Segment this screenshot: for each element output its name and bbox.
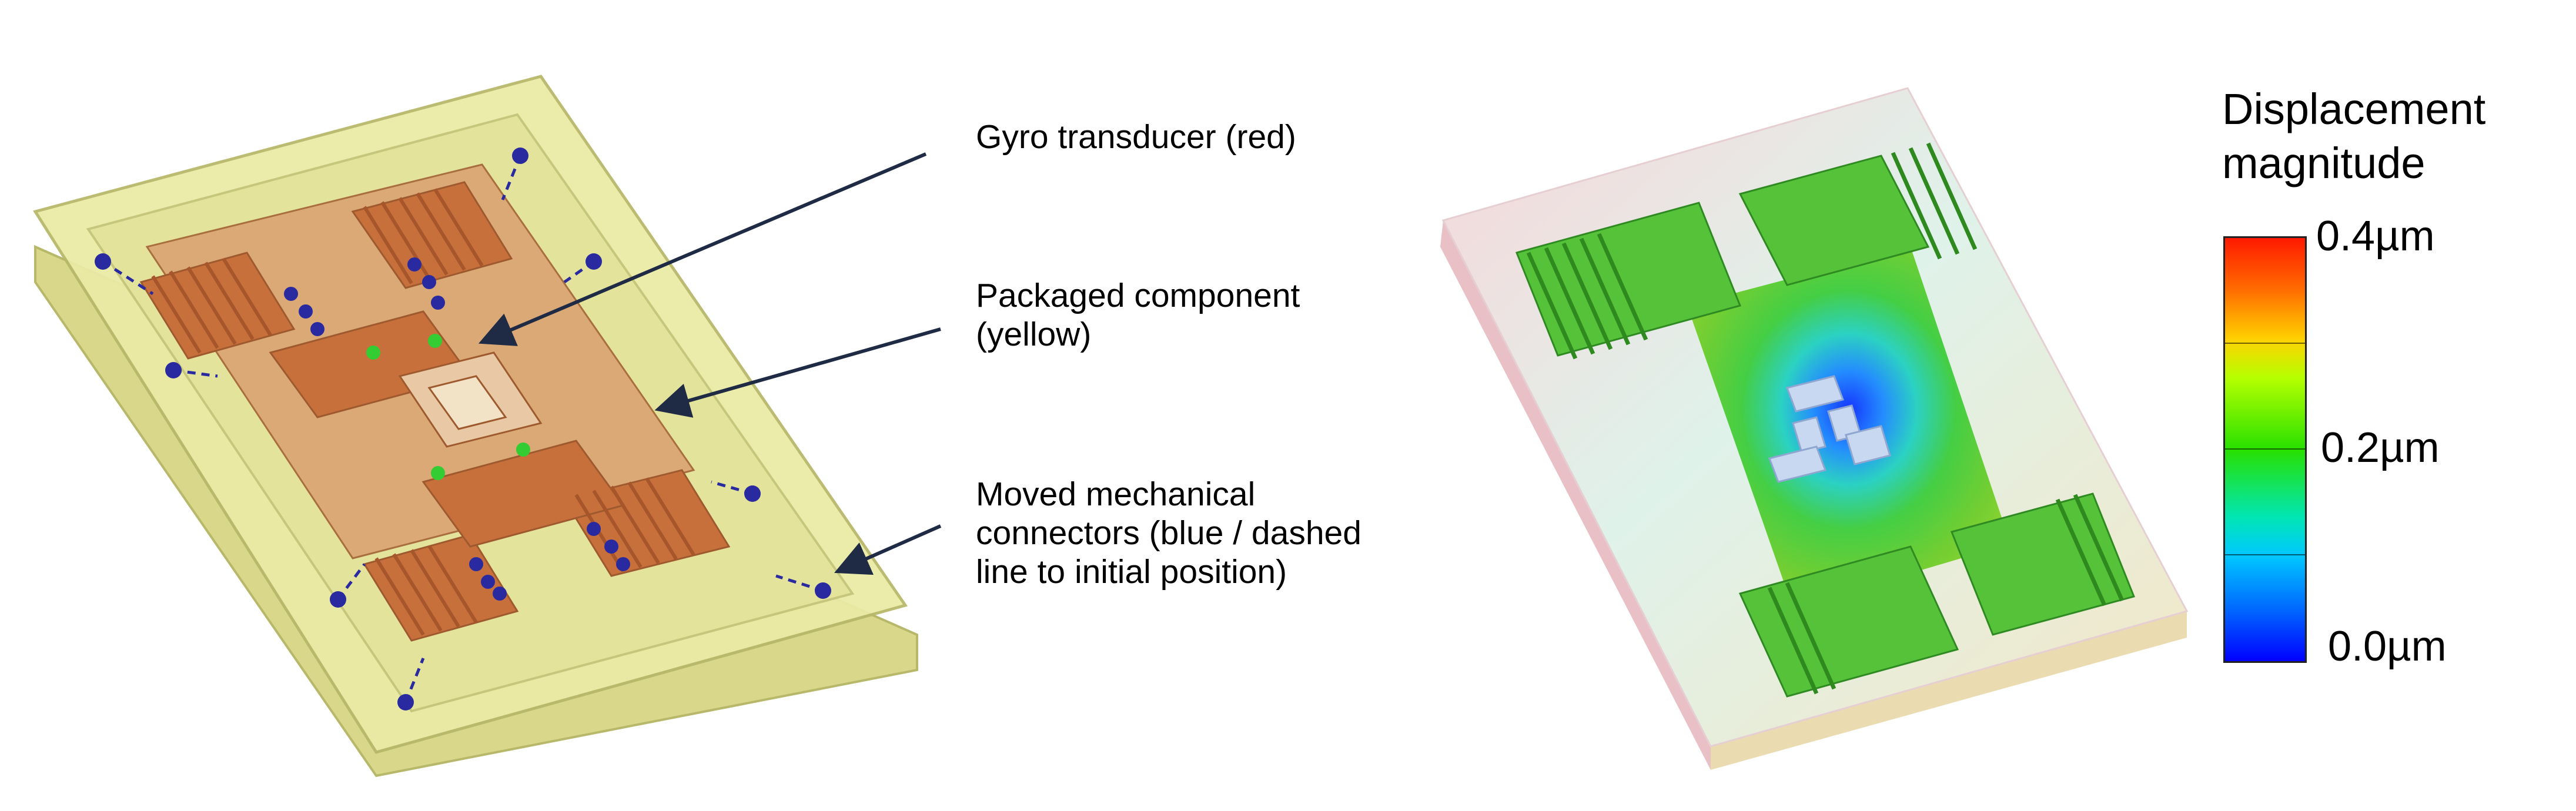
arrow-package bbox=[654, 327, 941, 418]
green-fingers bbox=[1526, 142, 2125, 695]
comb-fingers bbox=[151, 188, 695, 636]
mechanical-connectors bbox=[95, 148, 831, 711]
colorbar bbox=[2223, 236, 2307, 663]
anchor-points bbox=[366, 334, 530, 480]
green-comb-banks bbox=[1515, 155, 2136, 698]
colorbar-separator bbox=[2225, 448, 2305, 450]
callout-arrows bbox=[478, 152, 942, 575]
proof-mass bbox=[1768, 375, 1891, 483]
arrow-connectors bbox=[834, 524, 942, 575]
colorbar-separator bbox=[2225, 554, 2305, 555]
callout-mechanical-connectors: Moved mechanical connectors (blue / dash… bbox=[976, 475, 1361, 591]
legend-title: Displacement magnitude bbox=[2222, 85, 2486, 187]
shell-bottom bbox=[1711, 611, 2187, 770]
colorbar-tick-max: 0.4µm bbox=[2316, 213, 2435, 260]
shell-side bbox=[1440, 220, 1711, 770]
colorbar-tick-min: 0.0µm bbox=[2328, 623, 2447, 670]
colorbar-tick-mid: 0.2µm bbox=[2321, 424, 2440, 471]
colorbar-separator bbox=[2225, 343, 2305, 344]
callout-packaged-component: Packaged component (yellow) bbox=[976, 277, 1300, 353]
gyro-transducer bbox=[139, 163, 731, 642]
callout-gyro-transducer: Gyro transducer (red) bbox=[976, 118, 1296, 156]
displacement-result-model bbox=[1440, 87, 2189, 770]
packaged-gyro-model bbox=[33, 75, 942, 778]
arrow-gyro bbox=[478, 152, 927, 346]
